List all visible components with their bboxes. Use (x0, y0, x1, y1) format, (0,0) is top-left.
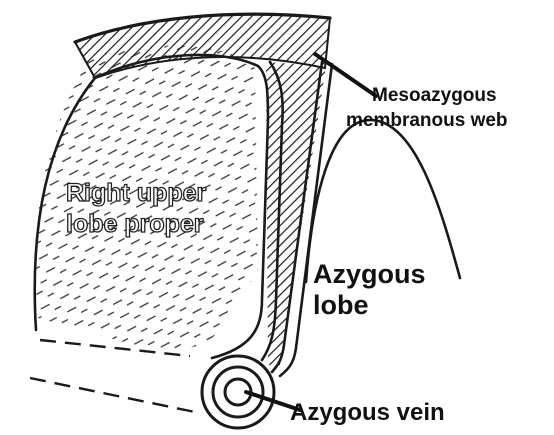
mesoazygous-label-line2: membranous web (346, 110, 508, 131)
azygous-lobe-label-line2: lobe (313, 290, 369, 320)
dashed-border-lower (30, 378, 195, 412)
azygous-lobe-label-line1: Azygous (313, 259, 426, 289)
azygous-vein-label: Azygous vein (290, 399, 445, 426)
right-upper-lobe-label-line2: lobe proper (66, 210, 204, 238)
azygous-lobe-outline (306, 120, 460, 282)
right-upper-lobe-label-line1: Right upper (66, 179, 207, 207)
mesoazygous-label-line1: Mesoazygous (372, 85, 497, 106)
